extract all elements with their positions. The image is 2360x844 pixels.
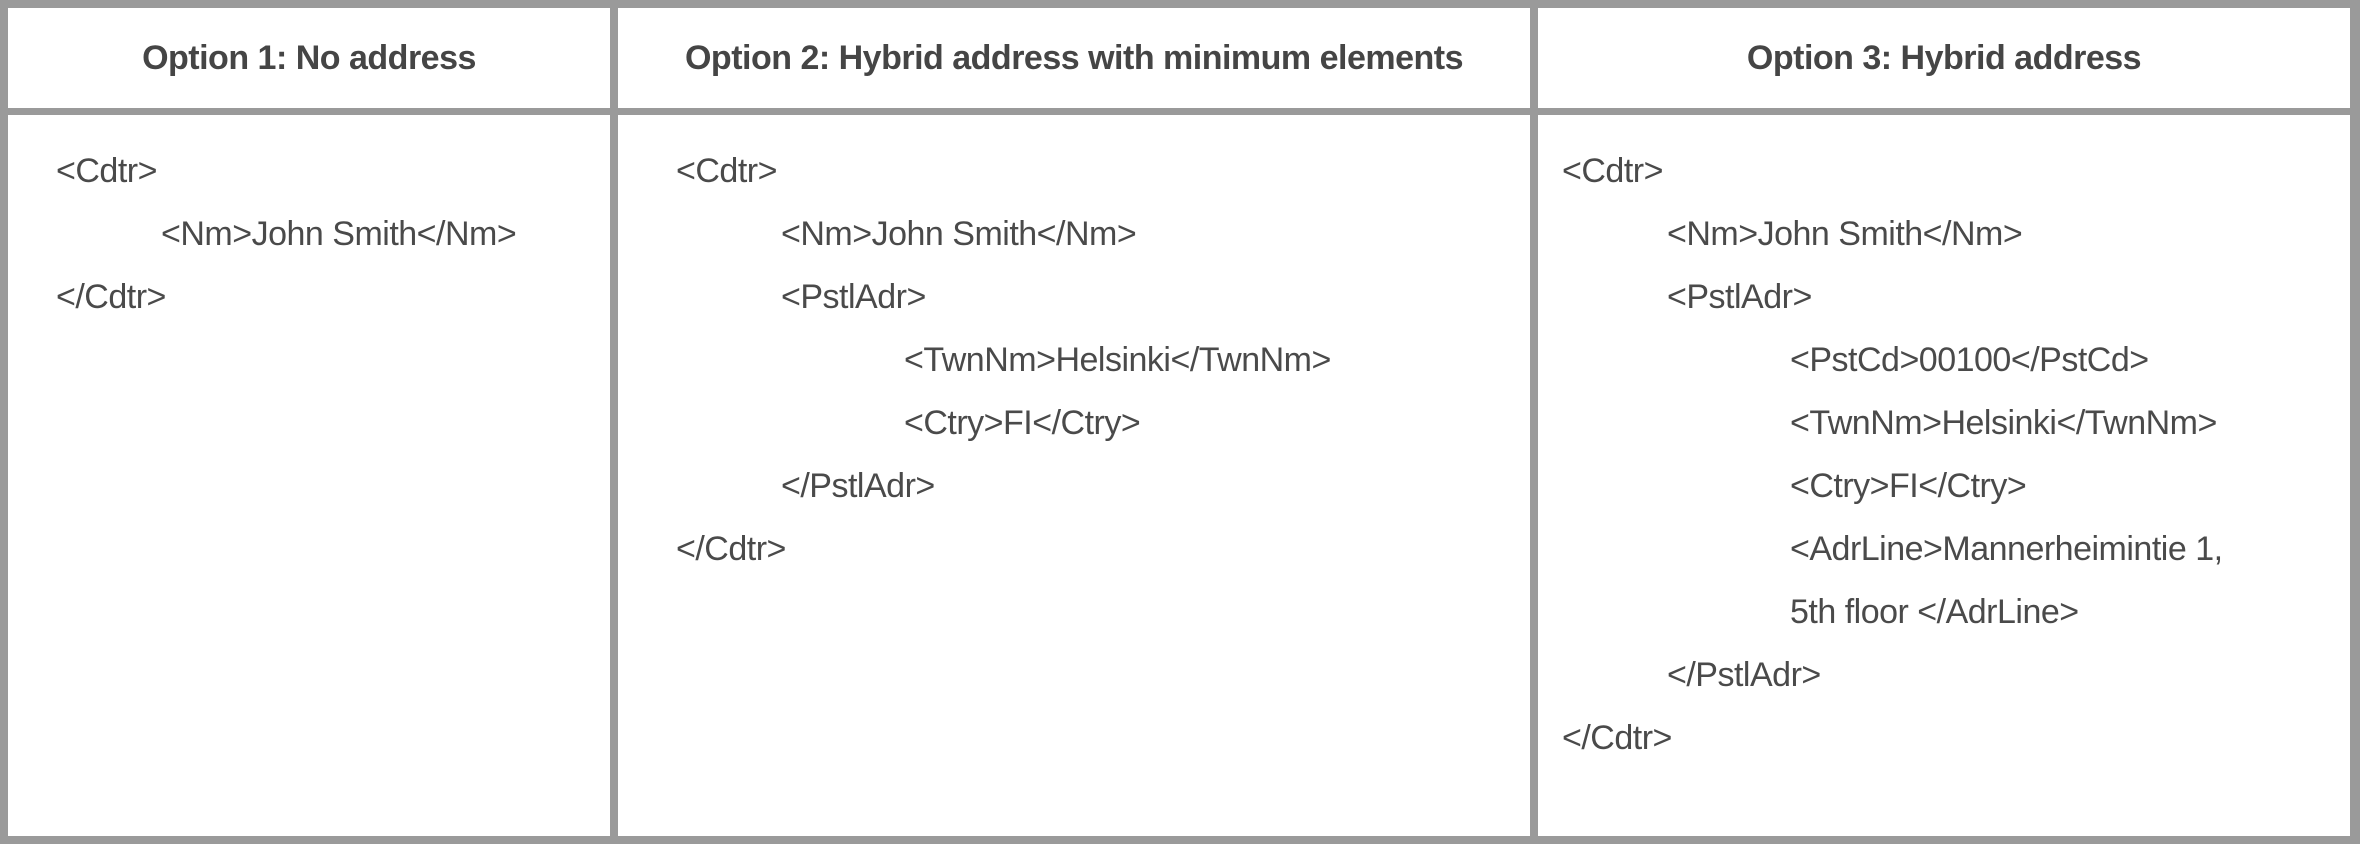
code-cell-option-3: <Cdtr><Nm>John Smith</Nm> <PstlAdr> <PstCd… <box>1538 115 2350 836</box>
xml-code-line: <Nm>John Smith</Nm> <box>161 215 517 253</box>
xml-code-line: <Ctry>FI</Ctry> <box>904 404 1141 442</box>
code-cell-option-1: <Cdtr><Nm>John Smith</Nm> </Cdtr> <box>8 115 610 836</box>
xml-code-line: <Nm>John Smith</Nm> <box>1667 215 2023 253</box>
xml-code-line: <Nm>John Smith</Nm> <box>781 215 1137 253</box>
xml-code-line: 5th floor </AdrLine> <box>1790 593 2079 631</box>
xml-code-line: <TwnNm>Helsinki</TwnNm> <box>904 341 1331 379</box>
xml-code-line: <Cdtr> <box>676 152 777 190</box>
column-header-option-3: Option 3: Hybrid address <box>1538 8 2350 108</box>
xml-code-line: <Cdtr> <box>1562 152 1663 190</box>
xml-code-line: <Cdtr> <box>56 152 157 190</box>
xml-code-line: </PstlAdr> <box>781 467 935 505</box>
xml-code-line: </Cdtr> <box>56 278 166 316</box>
xml-code-line: </PstlAdr> <box>1667 656 1821 694</box>
xml-code-line: <Ctry>FI</Ctry> <box>1790 467 2027 505</box>
xml-code-line: </Cdtr> <box>1562 719 1672 757</box>
xml-code-line: <PstCd>00100</PstCd> <box>1790 341 2149 379</box>
xml-code-line: <TwnNm>Helsinki</TwnNm> <box>1790 404 2217 442</box>
code-cell-option-2: <Cdtr><Nm>John Smith</Nm> <PstlAdr> <TwnNm… <box>618 115 1530 836</box>
column-header-option-1: Option 1: No address <box>8 8 610 108</box>
xml-code-line: <AdrLine>Mannerheimintie 1, <box>1790 530 2223 568</box>
xml-code-line: <PstlAdr> <box>781 278 926 316</box>
column-header-option-2: Option 2: Hybrid address with minimum el… <box>618 8 1530 108</box>
xml-code-line: </Cdtr> <box>676 530 786 568</box>
xml-code-line: <PstlAdr> <box>1667 278 1812 316</box>
